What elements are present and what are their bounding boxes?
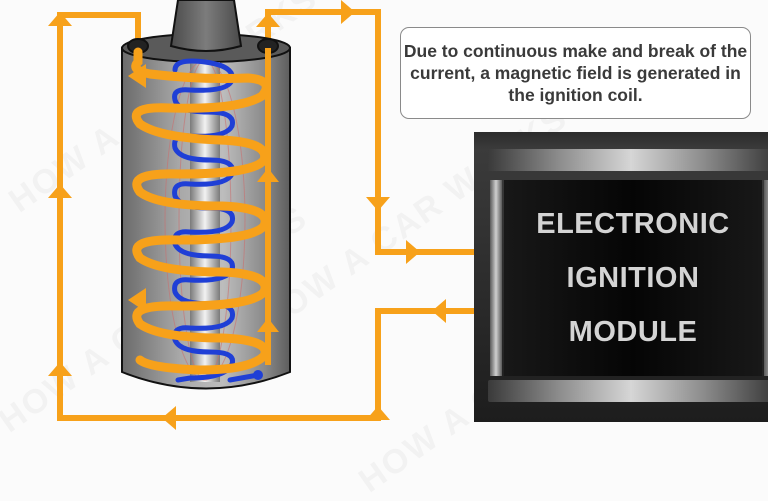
electronic-ignition-module: ELECTRONIC IGNITION MODULE [474,132,768,422]
module-label-line-3: MODULE [568,316,698,348]
caption-box: Due to continuous make and break of the … [400,27,751,119]
ignition-coil [121,0,291,390]
module-label-panel: ELECTRONIC IGNITION MODULE [504,180,762,376]
module-label-line-2: IGNITION [566,262,700,294]
caption-text: Due to continuous make and break of the … [403,41,748,105]
module-right-trim [764,180,768,376]
module-label-line-1: ELECTRONIC [536,208,730,240]
current-direction-arrows [48,0,446,430]
ignition-diagram: HOW A CAR WORKS HOW A CAR WORKS HOW A CA… [48,0,768,430]
circuit-drawing [48,0,476,430]
module-top-trim [488,149,768,171]
module-bottom-trim [488,380,768,402]
module-left-trim [490,180,502,376]
